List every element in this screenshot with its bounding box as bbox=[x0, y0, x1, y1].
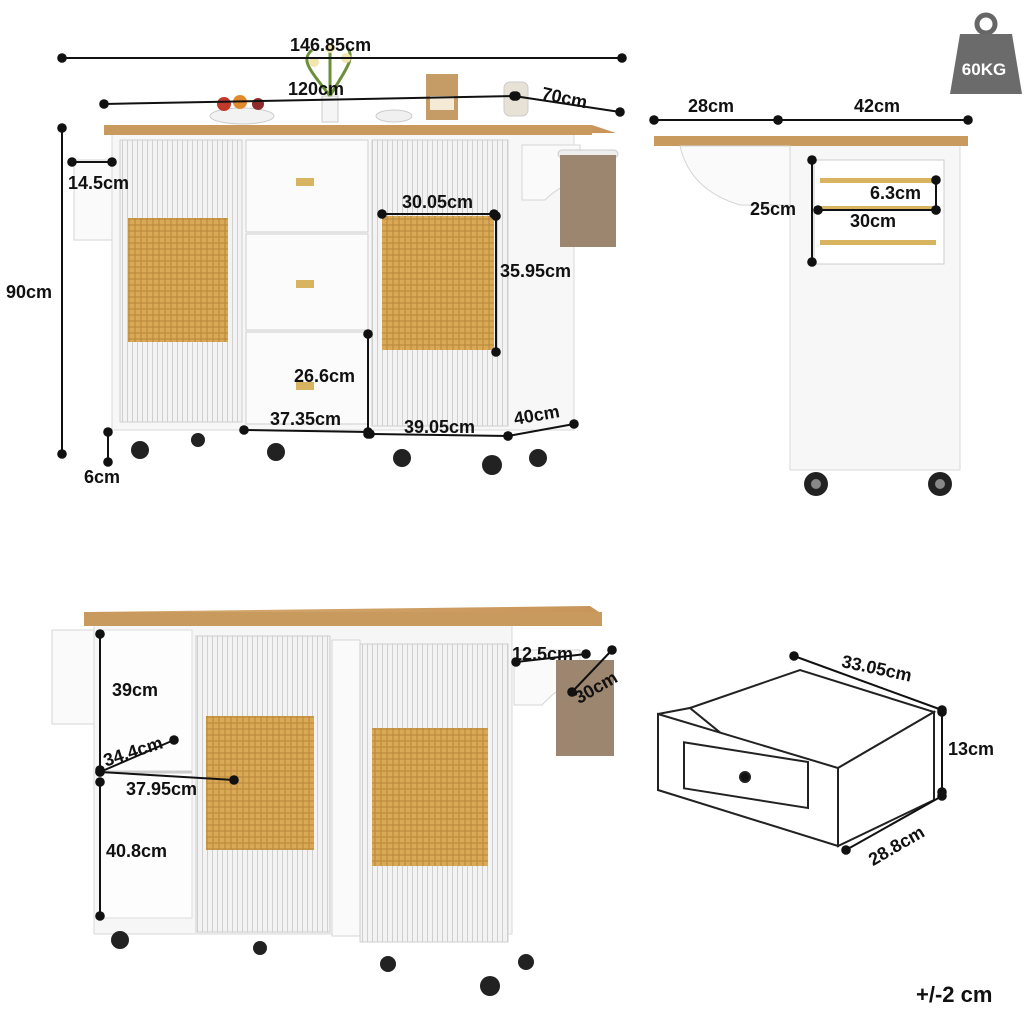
top-width-label: 120cm bbox=[288, 79, 345, 99]
back-view-cart bbox=[51, 606, 614, 996]
tolerance-note: +/-2 cm bbox=[916, 982, 993, 1007]
overall-width-label: 146.85cm bbox=[290, 35, 372, 55]
rack-gap-label: 6.3cm bbox=[870, 183, 922, 203]
rack-height-label: 25cm bbox=[750, 199, 797, 219]
lower-shelf-label: 40.8cm bbox=[106, 841, 168, 861]
drawer-dimension-lines bbox=[789, 651, 947, 855]
front-view-cart bbox=[73, 43, 619, 475]
leaf-width-label: 28cm bbox=[688, 96, 735, 116]
towel-rack-depth-label: 12.5cm bbox=[512, 644, 574, 664]
main-depth-label: 42cm bbox=[854, 96, 901, 116]
weight-icon bbox=[950, 12, 1022, 94]
drawer-height-dim-label: 13cm bbox=[948, 739, 995, 759]
side-view-dimension-lines bbox=[649, 115, 973, 267]
cabinet-width-label: 39.05cm bbox=[404, 417, 476, 437]
back-view-dimension-lines bbox=[95, 629, 617, 921]
height-label: 90cm bbox=[6, 282, 53, 302]
panel-height-label: 35.95cm bbox=[500, 261, 572, 281]
caster-height-label: 6cm bbox=[84, 467, 121, 487]
panel-width-label: 30.05cm bbox=[402, 192, 474, 212]
drawer-diagram bbox=[657, 668, 937, 848]
side-hook-label: 14.5cm bbox=[68, 173, 130, 193]
front-view-dimension-lines bbox=[57, 53, 627, 467]
weight-label: 60KG bbox=[961, 60, 1007, 79]
drawer-height-label: 26.6cm bbox=[294, 366, 356, 386]
drawer-width-label: 37.35cm bbox=[270, 409, 342, 429]
rack-width-label: 30cm bbox=[850, 211, 897, 231]
upper-shelf-label: 39cm bbox=[112, 680, 159, 700]
shelf-width-label: 37.95cm bbox=[126, 779, 198, 799]
